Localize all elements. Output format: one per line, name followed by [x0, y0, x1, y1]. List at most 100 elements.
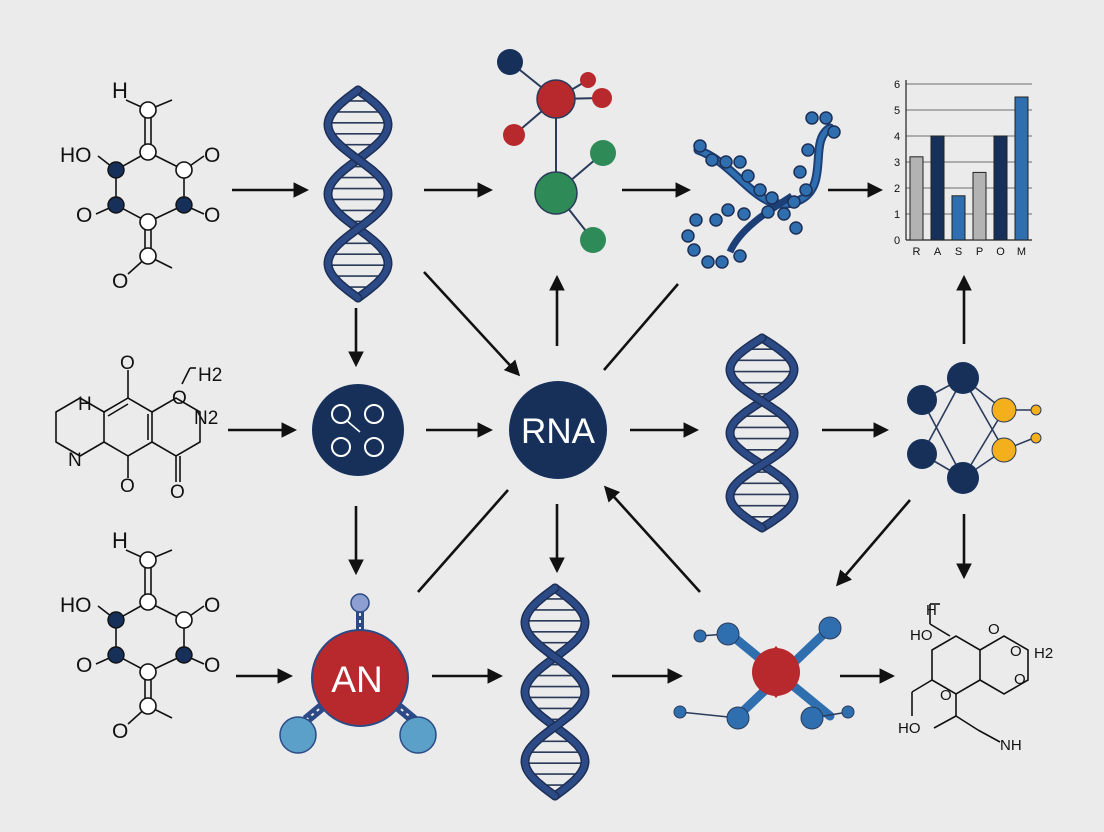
amino-acid-bead — [793, 165, 807, 179]
double-bond — [107, 403, 129, 417]
amino-acid-bead — [709, 213, 723, 227]
rna-label: RNA — [521, 412, 596, 451]
atom — [175, 646, 193, 664]
atom-label: O — [988, 621, 1000, 638]
network-node — [907, 385, 937, 415]
bar — [909, 156, 924, 241]
inner-line — [345, 419, 361, 433]
navy-node-with-circles — [312, 384, 404, 476]
atom-node — [536, 79, 576, 119]
helix-strand-outline — [323, 85, 393, 303]
atom-label: O — [76, 204, 92, 227]
arrow — [603, 485, 701, 593]
arrows — [228, 182, 972, 684]
ring-middle — [103, 397, 153, 457]
rna-node: RNA — [509, 381, 607, 479]
atom-label: HO — [60, 594, 92, 617]
amino-acid-bead — [733, 155, 747, 169]
neural-network-node — [907, 362, 1042, 494]
x-tick-label: P — [976, 246, 983, 258]
dna-double-helix-bottom — [520, 583, 590, 801]
bond — [933, 715, 957, 729]
network-node — [991, 397, 1017, 423]
hub-circle — [752, 648, 800, 696]
ring-left — [931, 635, 981, 695]
atom-label: HO — [898, 720, 921, 737]
bond — [911, 679, 933, 693]
x-tick-label: M — [1017, 246, 1026, 258]
amino-acid-bead — [701, 255, 715, 269]
atom-label: O — [1010, 643, 1022, 660]
atom-label: O — [204, 204, 220, 227]
atom — [139, 697, 157, 715]
atom-label: O — [204, 144, 220, 167]
satellite-node — [800, 706, 824, 730]
ring-right — [979, 635, 1029, 695]
amino-acid-bead — [827, 125, 841, 139]
y-tick-label: 2 — [894, 183, 900, 195]
atom — [175, 161, 193, 179]
amino-acid-bead — [715, 255, 729, 269]
helix-strand — [726, 335, 798, 531]
network-node — [991, 437, 1017, 463]
chain-backbone — [726, 193, 794, 254]
x-tick-label: R — [913, 246, 921, 258]
atom — [107, 646, 125, 664]
an-circle — [311, 629, 409, 727]
inner-ring — [364, 404, 384, 424]
atom-label: HO — [60, 144, 92, 167]
arrow — [423, 271, 521, 377]
protein-chain — [681, 111, 841, 269]
atom-node — [580, 227, 606, 253]
atom — [107, 161, 125, 179]
bond — [929, 623, 951, 637]
y-tick-label: 1 — [894, 209, 900, 221]
inner-ring — [331, 404, 351, 424]
satellite-node — [693, 629, 707, 643]
amino-acid-bead — [741, 169, 755, 183]
atom — [175, 611, 193, 629]
atom — [175, 196, 193, 214]
atom — [139, 551, 157, 569]
amino-acid-bead — [681, 229, 695, 243]
ring-right — [151, 397, 201, 457]
amino-acid-bead — [777, 207, 791, 221]
network-node — [1030, 432, 1042, 444]
atom-label: H — [112, 78, 128, 103]
atom-label: O — [120, 353, 135, 374]
helix-strand-outline — [725, 333, 799, 533]
molecule-labels-middle-left: O H2 H O N2 N O O — [68, 353, 222, 503]
bond — [181, 367, 191, 385]
bar — [930, 135, 945, 241]
red-hub-node — [673, 616, 855, 730]
satellite-node — [716, 622, 740, 646]
atom-node — [592, 88, 612, 108]
atom-label: HO — [910, 627, 933, 644]
atom-node — [590, 140, 616, 166]
y-tick-label: 5 — [894, 105, 900, 117]
amino-acid-bead — [719, 155, 733, 169]
inner-ring — [364, 437, 384, 457]
atom-node — [580, 72, 596, 88]
atom — [107, 196, 125, 214]
bar — [951, 195, 966, 241]
helix-strand-outline — [725, 333, 799, 533]
amino-acid-bead — [753, 183, 767, 197]
atom-label: O — [204, 654, 220, 677]
molecule-labels-bottom-right: H HO O O O O H2 HO NH — [898, 602, 1053, 754]
helix-strand — [726, 335, 798, 531]
atom-label: O — [112, 720, 128, 743]
rna-circle — [509, 381, 607, 479]
atom-label: H — [112, 528, 128, 553]
satellite-node — [841, 705, 855, 719]
helix-strand — [324, 87, 392, 301]
y-tick-label: 4 — [894, 131, 900, 143]
helix-strand-outline — [323, 85, 393, 303]
atom — [139, 101, 157, 119]
atom-label: O — [1014, 671, 1026, 688]
bond — [977, 729, 1001, 743]
an-node: AN — [279, 593, 437, 754]
